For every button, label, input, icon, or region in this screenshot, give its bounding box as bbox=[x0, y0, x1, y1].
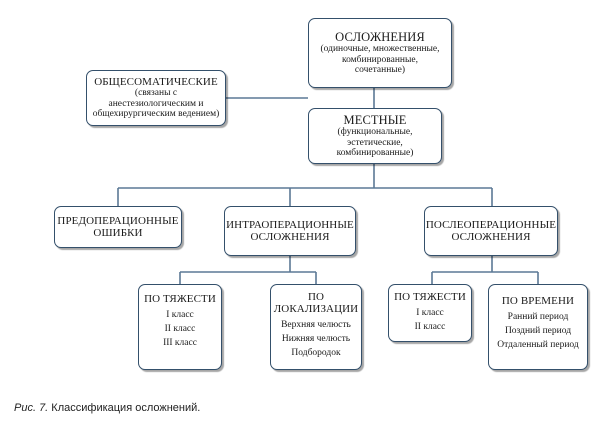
node-intra-severity: ПО ТЯЖЕСТИ I класс II класс III класс bbox=[138, 284, 222, 370]
node-complications: ОСЛОЖНЕНИЯ (одиночные, множественные, ко… bbox=[308, 18, 452, 88]
node-post-severity: ПО ТЯЖЕСТИ I класс II класс bbox=[388, 284, 472, 342]
node-complications-title: ОСЛОЖНЕНИЯ bbox=[335, 30, 425, 45]
list-item: Подбородок bbox=[291, 348, 341, 358]
list-item: Нижняя челюсть bbox=[281, 334, 351, 344]
node-local: МЕСТНЫЕ (функциональные, эстетические, к… bbox=[308, 108, 442, 164]
figure-caption-label: Рис. 7. bbox=[14, 402, 49, 414]
figure-caption-text: Классификация осложнений. bbox=[48, 402, 201, 414]
list-item: II класс bbox=[414, 322, 446, 332]
node-intraop: ИНТРАОПЕРАЦИОННЫЕ ОСЛОЖНЕНИЯ bbox=[224, 206, 356, 256]
list-item: Ранний период bbox=[507, 312, 569, 322]
figure-caption: Рис. 7. Классификация осложнений. bbox=[14, 402, 200, 414]
node-post-time-title: ПО ВРЕМЕНИ bbox=[501, 295, 575, 307]
node-post-severity-title: ПО ТЯЖЕСТИ bbox=[394, 291, 466, 303]
list-item: Верхняя челюсть bbox=[281, 320, 351, 330]
node-complications-subtitle: (одиночные, множественные, комбинированн… bbox=[320, 44, 440, 76]
list-item: Поздний период bbox=[504, 326, 572, 336]
node-intra-severity-title: ПО ТЯЖЕСТИ bbox=[144, 293, 216, 305]
node-general-somatic-subtitle: (связаны с анестезиологическим и общехир… bbox=[92, 88, 220, 120]
node-preop-errors: ПРЕДОПЕРАЦИОННЫЕ ОШИБКИ bbox=[54, 206, 182, 248]
node-intra-location-title: ПО bbox=[307, 291, 325, 303]
node-post-time: ПО ВРЕМЕНИ Ранний период Поздний период … bbox=[488, 284, 588, 370]
node-general-somatic-title: ОБЩЕСОМАТИЧЕСКИЕ bbox=[94, 76, 218, 89]
list-item: I класс bbox=[166, 310, 194, 320]
node-local-subtitle: (функциональные, эстетические, комбиниро… bbox=[336, 127, 414, 159]
node-local-title: МЕСТНЫЕ bbox=[343, 113, 407, 128]
list-item: III класс bbox=[163, 338, 197, 348]
list-item: Отдаленный период bbox=[497, 340, 579, 350]
list-item: II класс bbox=[164, 324, 196, 334]
node-general-somatic: ОБЩЕСОМАТИЧЕСКИЕ (связаны с анестезиолог… bbox=[86, 70, 226, 126]
node-intra-location: ПО ЛОКАЛИЗАЦИИ Верхняя челюсть Нижняя че… bbox=[270, 284, 362, 370]
node-postop: ПОСЛЕОПЕРАЦИОННЫЕ ОСЛОЖНЕНИЯ bbox=[424, 206, 558, 256]
list-item: I класс bbox=[416, 308, 444, 318]
